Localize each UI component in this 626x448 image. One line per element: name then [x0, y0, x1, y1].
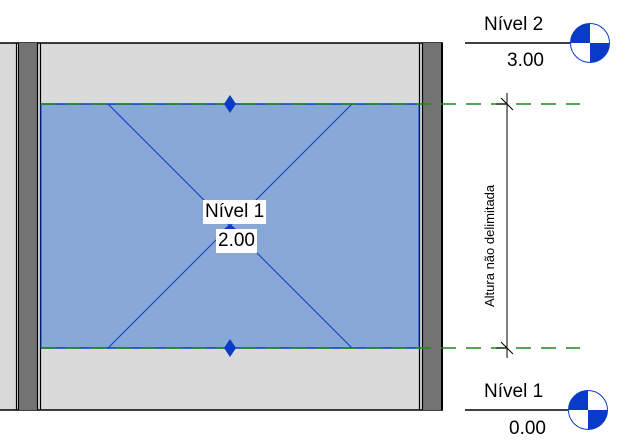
level-elevation-label[interactable]: 0.00 [509, 418, 546, 439]
drag-arrow-icon[interactable] [224, 95, 236, 113]
level-head-icon[interactable] [570, 23, 610, 63]
left-wall[interactable] [15, 43, 42, 410]
level-head-icon[interactable] [568, 390, 608, 430]
drag-arrow-icon[interactable] [224, 224, 236, 229]
level-elevation-label[interactable]: 3.00 [507, 50, 544, 71]
right-wall[interactable] [418, 43, 443, 410]
drag-arrow-icon[interactable] [224, 339, 236, 357]
dimension-tick-icon [500, 341, 514, 355]
dimension-label[interactable]: Altura não delimitada [482, 184, 497, 307]
level-name-label[interactable]: Nível 1 [484, 381, 544, 402]
level-name-label[interactable]: Nível 2 [484, 14, 544, 35]
dimension-line[interactable] [496, 93, 514, 358]
dimension-tick-icon [500, 97, 514, 111]
base-level-label[interactable]: Nível 1 [203, 200, 267, 224]
base-offset-label[interactable]: 2.00 [216, 229, 257, 253]
